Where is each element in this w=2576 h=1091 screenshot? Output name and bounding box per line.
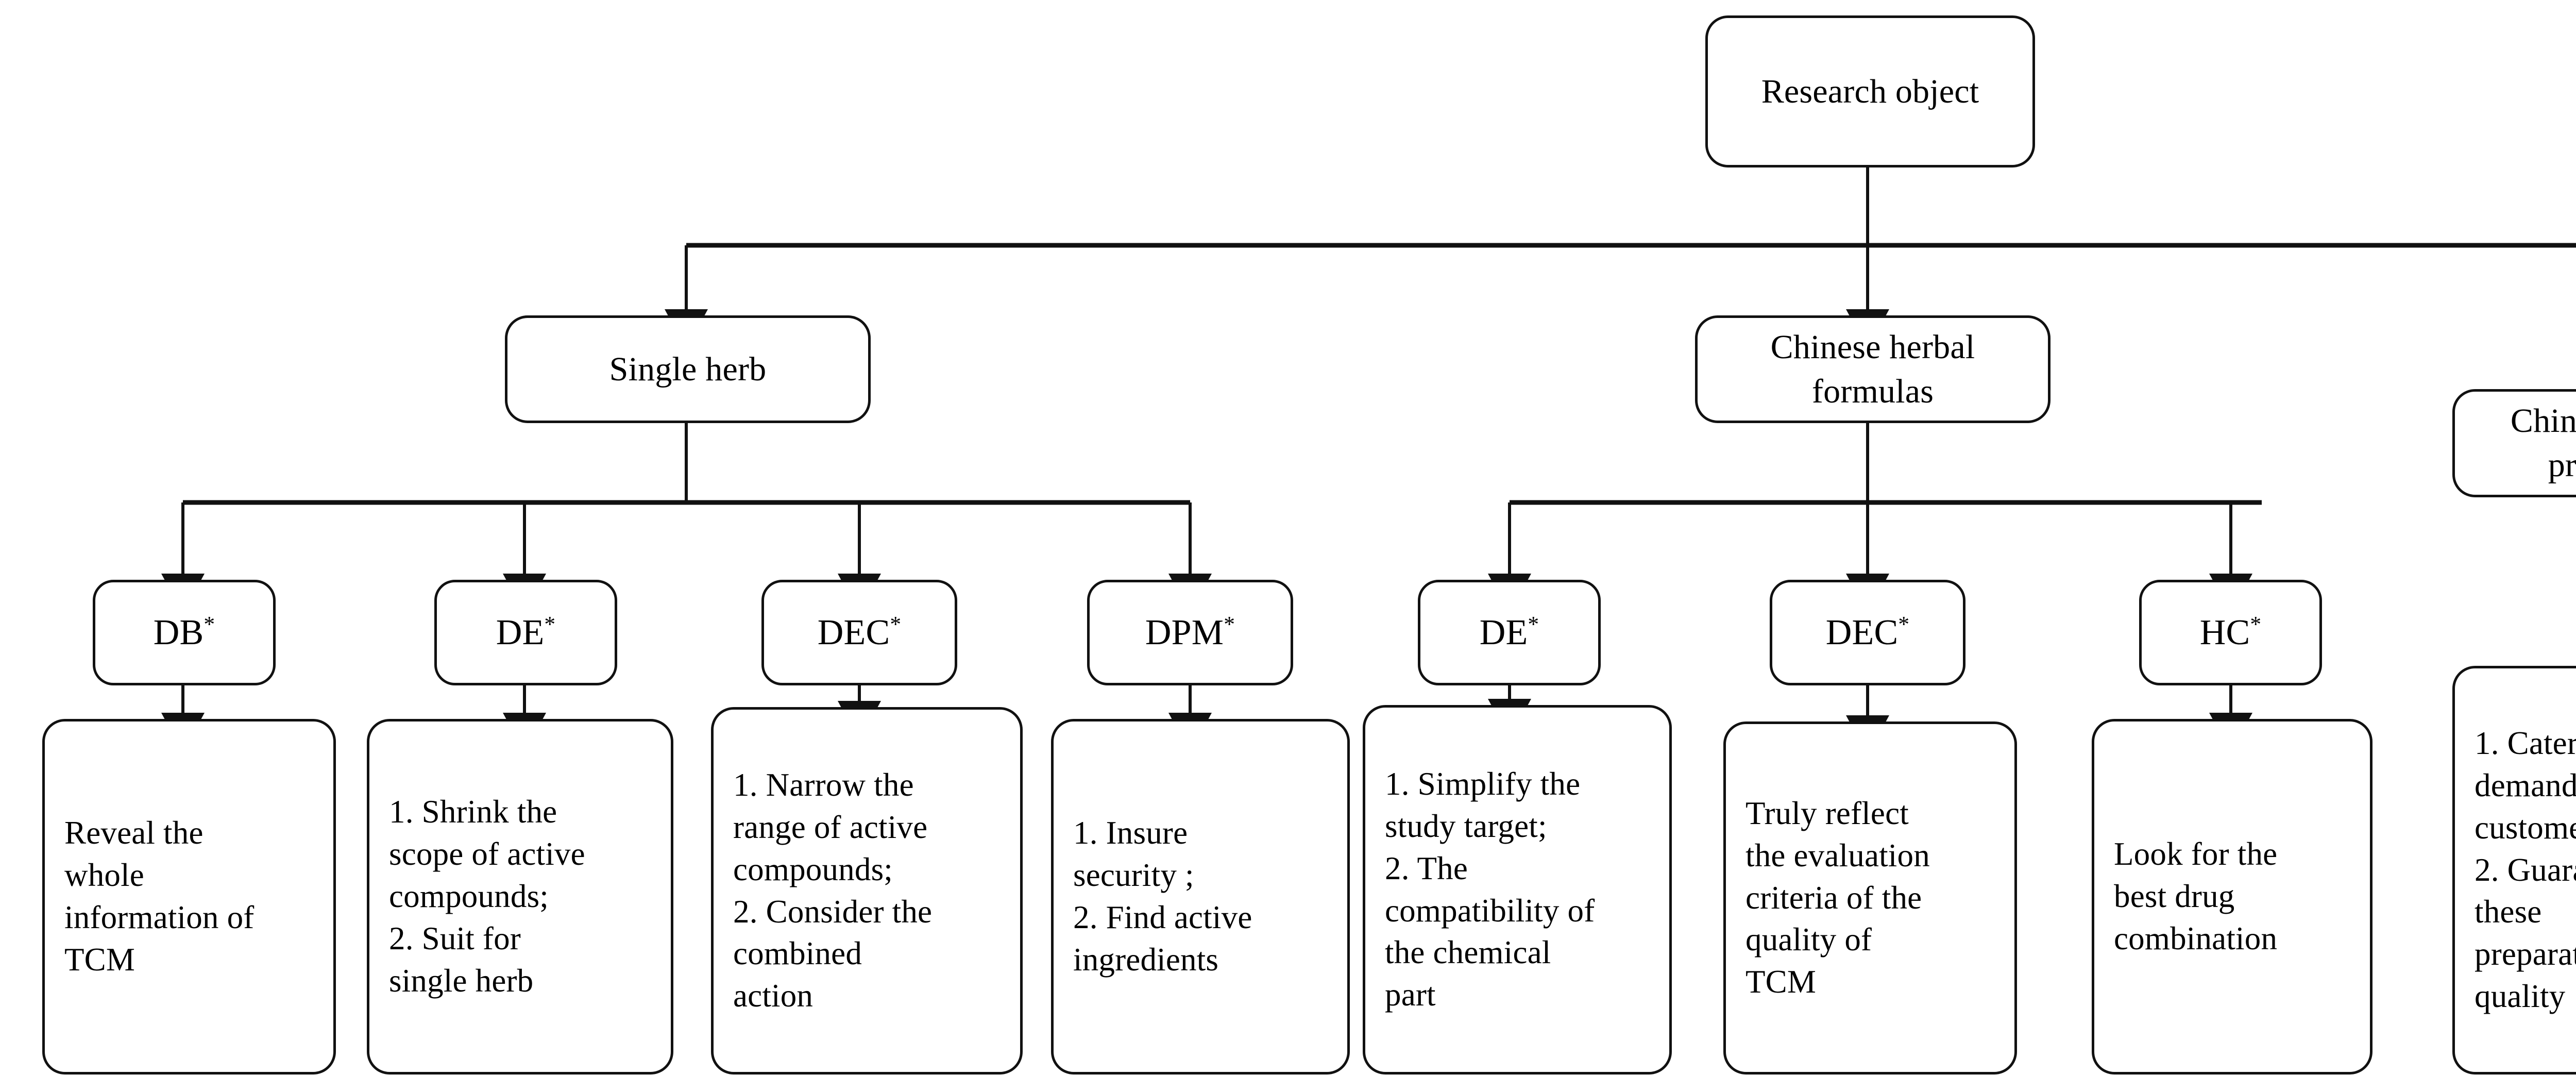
node-db[interactable]: DB* <box>93 580 276 685</box>
node-chinese-herbal-formulas[interactable]: Chinese herbal formulas <box>1695 315 2050 423</box>
node-de-1[interactable]: DE* <box>434 580 617 685</box>
leaf-de-1[interactable]: 1. Shrink the scope of active compounds;… <box>367 719 673 1075</box>
leaf-chinese-medicine-preparations-label: 1. Cater to the demand of customers; 2. … <box>2475 725 2576 1015</box>
node-dpm[interactable]: DPM* <box>1087 580 1293 685</box>
leaf-hc-label: Look for the best drug combination <box>2114 836 2278 956</box>
leaf-db-label: Reveal the whole information of TCM <box>64 815 255 978</box>
node-dec-2[interactable]: DEC* <box>1770 580 1965 685</box>
node-dec-1[interactable]: DEC* <box>761 580 957 685</box>
leaf-hc[interactable]: Look for the best drug combination <box>2092 719 2372 1075</box>
leaf-db[interactable]: Reveal the whole information of TCM <box>42 719 336 1075</box>
node-chinese-medicine-preparations[interactable]: Chinese medicine preparations <box>2452 389 2576 497</box>
node-de-1-label: DE* <box>496 612 556 652</box>
node-hc-label: HC* <box>2199 612 2262 652</box>
leaf-dec-1[interactable]: 1. Narrow the range of active compounds;… <box>711 707 1023 1075</box>
leaf-dec-2-label: Truly reflect the evaluation criteria of… <box>1745 795 1930 1000</box>
node-chinese-medicine-preparations-label: Chinese medicine preparations <box>2510 402 2576 484</box>
node-dpm-label: DPM* <box>1145 612 1235 652</box>
node-hc[interactable]: HC* <box>2139 580 2322 685</box>
node-research-object-label: Research object <box>1761 72 1979 110</box>
node-research-object[interactable]: Research object <box>1705 15 2035 167</box>
node-single-herb[interactable]: Single herb <box>505 315 871 423</box>
leaf-de-1-label: 1. Shrink the scope of active compounds;… <box>389 794 585 999</box>
node-single-herb-label: Single herb <box>609 350 767 388</box>
node-de-2[interactable]: DE* <box>1418 580 1601 685</box>
node-chinese-herbal-formulas-label: Chinese herbal formulas <box>1770 328 1975 410</box>
node-dec-2-label: DEC* <box>1825 612 1910 652</box>
leaf-dec-1-label: 1. Narrow the range of active compounds;… <box>733 766 933 1014</box>
leaf-de-2[interactable]: 1. Simplify the study target; 2. The com… <box>1363 705 1672 1075</box>
leaf-dpm[interactable]: 1. Insure security ; 2. Find active ingr… <box>1051 719 1350 1075</box>
leaf-dpm-label: 1. Insure security ; 2. Find active ingr… <box>1073 815 1252 978</box>
node-dec-1-label: DEC* <box>817 612 902 652</box>
leaf-chinese-medicine-preparations[interactable]: 1. Cater to the demand of customers; 2. … <box>2452 666 2576 1075</box>
node-db-label: DB* <box>153 612 215 652</box>
leaf-dec-2[interactable]: Truly reflect the evaluation criteria of… <box>1723 721 2017 1075</box>
leaf-de-2-label: 1. Simplify the study target; 2. The com… <box>1385 765 1595 1013</box>
node-de-2-label: DE* <box>1479 612 1539 652</box>
